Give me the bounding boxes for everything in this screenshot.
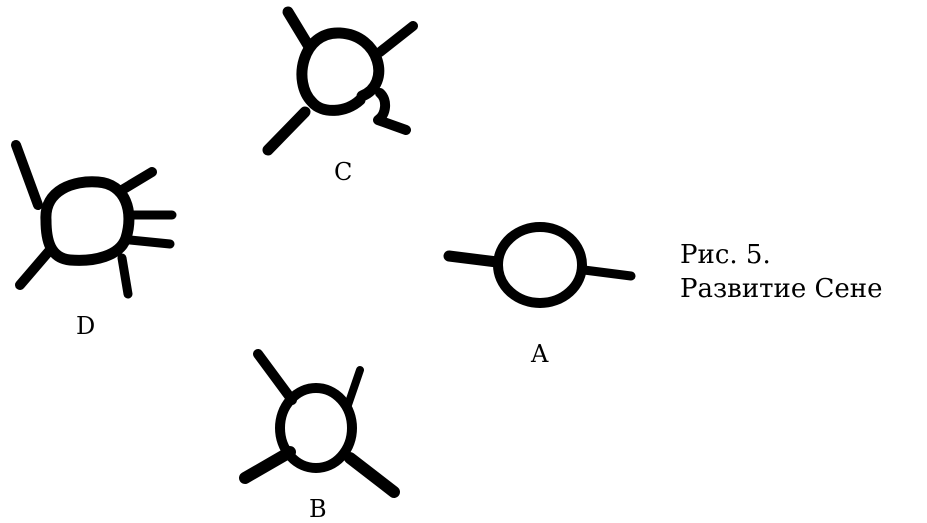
symbol-b-upper-right-stroke xyxy=(344,366,364,409)
symbol-d-ring xyxy=(40,176,135,266)
symbol-c-top-left-stroke xyxy=(282,6,314,51)
caption-title: Развитие Сене xyxy=(680,274,883,304)
symbol-d-bottom-right-stroke xyxy=(117,253,133,299)
label-b: B xyxy=(309,495,327,523)
symbol-a xyxy=(443,222,636,308)
symbol-a-right-stroke xyxy=(579,265,636,281)
symbol-b-lower-left-stroke xyxy=(239,446,296,484)
symbol-c-hook xyxy=(373,88,411,135)
symbol-d-ray-1 xyxy=(117,167,157,195)
figure-caption: Рис. 5. Развитие Сене xyxy=(680,238,883,306)
symbol-b-ring xyxy=(275,383,357,473)
label-d: D xyxy=(76,312,96,340)
symbol-d-top-left-stroke xyxy=(11,140,43,210)
symbol-c-top-right-stroke xyxy=(375,21,418,57)
symbol-c-bottom-left-stroke xyxy=(262,106,311,156)
symbol-b-upper-left-stroke xyxy=(253,349,297,405)
label-c: C xyxy=(334,158,353,186)
symbol-d xyxy=(11,140,177,299)
symbol-b xyxy=(239,349,400,498)
symbol-a-ring xyxy=(493,222,587,308)
caption-figure-number: Рис. 5. xyxy=(680,240,771,270)
symbol-d-ray-3 xyxy=(125,235,175,249)
symbol-b-lower-right-stroke xyxy=(344,452,400,498)
symbol-a-left-stroke xyxy=(443,250,503,268)
symbol-d-bottom-left-stroke xyxy=(15,245,55,290)
label-a: A xyxy=(531,340,549,368)
symbol-c xyxy=(262,6,418,156)
